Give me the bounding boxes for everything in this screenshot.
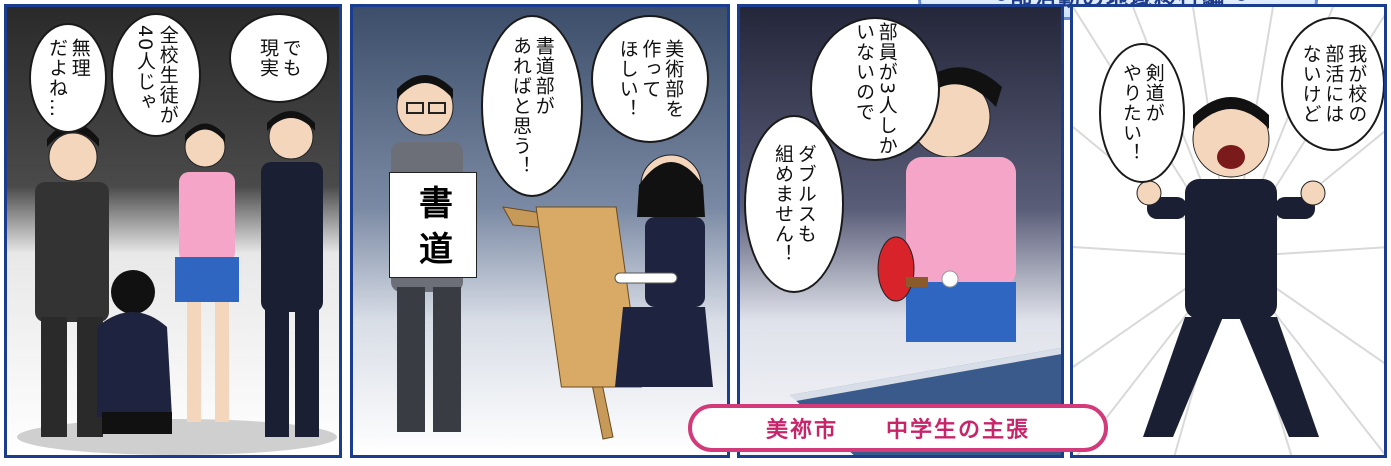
speech-text-3a: 部員が3人しか いないので	[853, 22, 898, 156]
speech-bubble-2b: 書道部が あればと思う！	[481, 15, 583, 197]
speech-text-2a: 美術部を 作って ほしい！	[616, 39, 685, 119]
panel-3-illustration	[790, 67, 1061, 455]
speech-bubble-4b: 剣道が やりたい！	[1099, 43, 1185, 183]
calligraphy-sign-text: 書 道	[412, 185, 453, 265]
speech-text-1b: 全校生徒が 40人じゃ	[134, 25, 179, 125]
speech-bubble-4a: 我が校の 部活には ないけど	[1281, 17, 1384, 151]
speech-bubble-3b: ダブルスも 組めません！	[744, 115, 844, 293]
comic-panel-3: 部員が3人しか いないので ダブルスも 組めません！	[737, 4, 1064, 458]
speech-text-3b: ダブルスも 組めません！	[772, 144, 817, 264]
speech-bubble-1a: でも 現実	[229, 13, 329, 103]
caption-box: 美祢市 中学生の主張	[688, 404, 1108, 452]
speech-text-4a: 我が校の 部活には ないけど	[1299, 44, 1368, 124]
caption-text: 中学生の主張	[886, 418, 1031, 443]
speech-text-1a: でも 現実	[257, 38, 302, 78]
speech-text-2b: 書道部が あればと思う！	[510, 36, 555, 176]
comic-panel-4: 我が校の 部活には ないけど 剣道が やりたい！	[1070, 4, 1387, 458]
panel-1-illustration	[17, 111, 337, 455]
speech-text-1c: 無理 だよね…	[46, 38, 91, 118]
comic-panel-1: でも 現実 全校生徒が 40人じゃ 無理 だよね…	[4, 4, 342, 458]
calligraphy-sign: 書 道	[389, 172, 477, 278]
panel-4-burst-background	[1073, 7, 1384, 455]
caption-city: 美祢市	[765, 418, 838, 443]
speech-bubble-1b: 全校生徒が 40人じゃ	[111, 13, 201, 137]
speech-bubble-3a: 部員が3人しか いないので	[810, 17, 940, 161]
comic-panel-2: 書 道 美術部を 作って ほしい！ 書道部が あればと思う！	[350, 4, 730, 458]
speech-text-4b: 剣道が やりたい！	[1120, 63, 1165, 163]
speech-bubble-1c: 無理 だよね…	[29, 23, 107, 133]
speech-bubble-2a: 美術部を 作って ほしい！	[591, 15, 709, 143]
